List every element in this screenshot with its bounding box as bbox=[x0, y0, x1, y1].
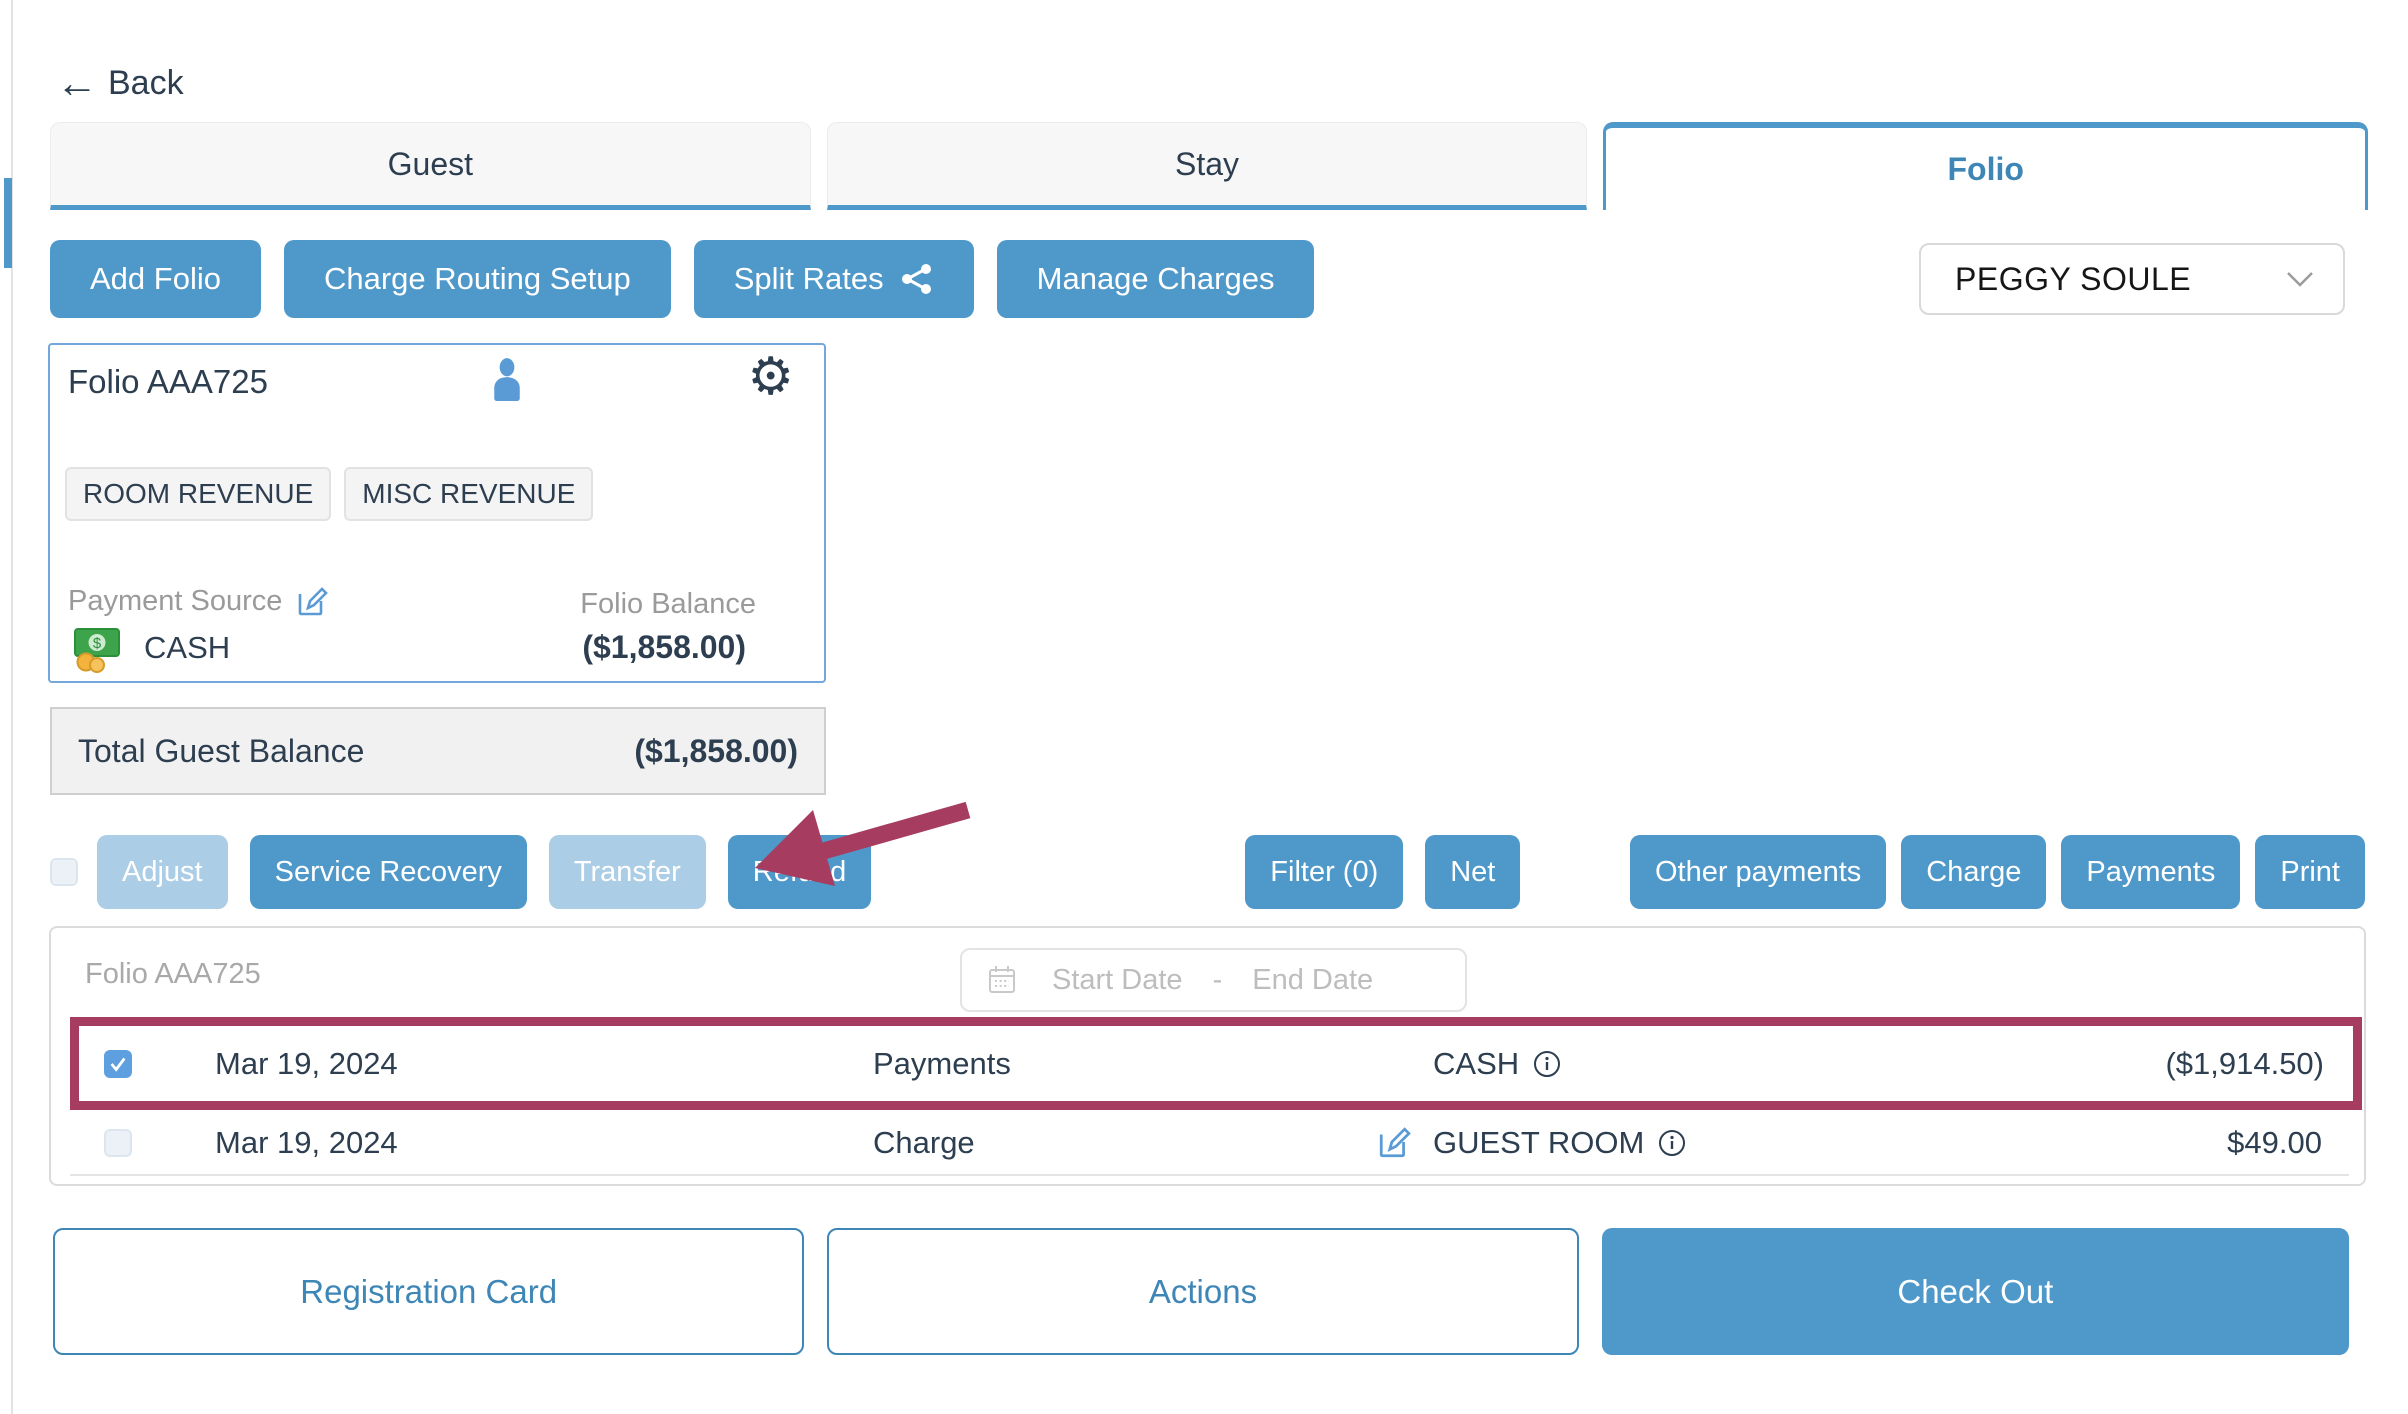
charge-routing-label: Charge Routing Setup bbox=[323, 261, 631, 296]
add-folio-button[interactable]: Add Folio bbox=[50, 240, 261, 318]
left-edge-scroll-indicator[interactable] bbox=[4, 178, 12, 268]
tag-misc-revenue: MISC REVENUE bbox=[344, 467, 594, 521]
filter-label: Filter (0) bbox=[1270, 855, 1379, 888]
payment-source-value: CASH bbox=[144, 630, 231, 665]
row-checkbox-unchecked[interactable] bbox=[104, 1129, 132, 1157]
table-row-charge[interactable]: Mar 19, 2024 Charge GUEST ROOM bbox=[53, 1112, 2366, 1174]
folio-actions-row: Adjust Service Recovery Transfer Refund … bbox=[50, 835, 2365, 909]
row-amount: ($1,914.50) bbox=[2165, 1045, 2324, 1081]
annotation-highlight-box: Mar 19, 2024 Payments CASH bbox=[70, 1017, 2362, 1110]
payments-label: Payments bbox=[2086, 855, 2216, 888]
end-date-input[interactable]: End Date bbox=[1252, 963, 1374, 996]
tab-stay-label: Stay bbox=[1174, 145, 1240, 182]
actions-button[interactable]: Actions bbox=[827, 1228, 1579, 1355]
start-date-input[interactable]: Start Date bbox=[1052, 963, 1183, 996]
gear-icon[interactable]: ⚙ bbox=[747, 348, 794, 406]
tab-stay[interactable]: Stay bbox=[826, 122, 1588, 210]
row-amount: $49.00 bbox=[2227, 1125, 2322, 1160]
row-type: Charge bbox=[873, 1125, 975, 1160]
print-button[interactable]: Print bbox=[2255, 835, 2365, 909]
payment-source-label: Payment Source bbox=[68, 585, 283, 617]
service-recovery-label: Service Recovery bbox=[274, 855, 502, 888]
tag-room-revenue: ROOM REVENUE bbox=[65, 467, 332, 521]
other-payments-button[interactable]: Other payments bbox=[1629, 835, 1887, 909]
transfer-button[interactable]: Transfer bbox=[548, 835, 706, 909]
info-icon[interactable] bbox=[1658, 1129, 1686, 1157]
edit-charge-icon[interactable] bbox=[1377, 1126, 1433, 1160]
tab-folio[interactable]: Folio bbox=[1603, 122, 2369, 210]
table-row-payment[interactable]: Mar 19, 2024 Payments CASH bbox=[104, 1046, 2324, 1082]
folio-transactions-table: Folio AAA725 Start Date - End Date bbox=[49, 926, 2366, 1186]
calendar-icon bbox=[988, 965, 1016, 995]
edit-icon[interactable] bbox=[296, 586, 329, 618]
tab-guest-label: Guest bbox=[387, 145, 474, 182]
folio-tags: ROOM REVENUE MISC REVENUE bbox=[65, 467, 594, 521]
back-arrow-icon: ← bbox=[56, 59, 98, 106]
service-recovery-button[interactable]: Service Recovery bbox=[249, 835, 527, 909]
row-description: GUEST ROOM bbox=[1433, 1125, 1645, 1160]
print-label: Print bbox=[2280, 855, 2340, 888]
charge-label: Charge bbox=[1926, 855, 2022, 888]
registration-card-button[interactable]: Registration Card bbox=[53, 1228, 805, 1355]
refund-label: Refund bbox=[752, 855, 847, 888]
date-range-picker[interactable]: Start Date - End Date bbox=[960, 948, 1467, 1012]
refund-button[interactable]: Refund bbox=[727, 835, 872, 909]
total-guest-balance-value: ($1,858.00) bbox=[634, 732, 798, 769]
other-payments-label: Other payments bbox=[1654, 855, 1862, 888]
folio-balance-value: ($1,858.00) bbox=[582, 629, 746, 665]
chevron-down-icon bbox=[2285, 270, 2315, 288]
actions-label: Actions bbox=[1148, 1272, 1258, 1310]
filter-button[interactable]: Filter (0) bbox=[1245, 835, 1404, 909]
tab-guest[interactable]: Guest bbox=[50, 122, 811, 210]
money-icon: $ bbox=[72, 623, 124, 673]
row-date: Mar 19, 2024 bbox=[215, 1045, 398, 1081]
footer-actions: Registration Card Actions Check Out bbox=[53, 1228, 2349, 1355]
row-description: CASH bbox=[1433, 1045, 1520, 1081]
folio-card-title: Folio AAA725 bbox=[68, 363, 268, 400]
split-rates-button[interactable]: Split Rates bbox=[693, 240, 974, 318]
left-edge-divider bbox=[11, 0, 13, 1414]
row-type: Payments bbox=[873, 1045, 1011, 1081]
adjust-button[interactable]: Adjust bbox=[97, 835, 228, 909]
share-icon bbox=[900, 262, 934, 296]
charge-routing-setup-button[interactable]: Charge Routing Setup bbox=[283, 240, 671, 318]
row-divider bbox=[70, 1174, 2349, 1176]
person-icon[interactable] bbox=[490, 357, 524, 403]
date-range-separator: - bbox=[1212, 963, 1223, 996]
info-icon[interactable] bbox=[1533, 1050, 1561, 1078]
payment-source-row: Payment Source bbox=[68, 585, 329, 618]
total-guest-balance-label: Total Guest Balance bbox=[78, 732, 365, 769]
row-checkbox-checked[interactable] bbox=[104, 1049, 132, 1078]
manage-charges-button[interactable]: Manage Charges bbox=[996, 240, 1315, 318]
registration-card-label: Registration Card bbox=[300, 1272, 558, 1310]
select-all-checkbox[interactable] bbox=[50, 858, 78, 886]
add-folio-label: Add Folio bbox=[90, 261, 221, 296]
guest-selector-dropdown[interactable]: PEGGY SOULE bbox=[1919, 243, 2345, 315]
manage-charges-label: Manage Charges bbox=[1036, 261, 1275, 296]
back-label: Back bbox=[108, 63, 184, 102]
net-button[interactable]: Net bbox=[1425, 835, 1521, 909]
tab-folio-label: Folio bbox=[1947, 150, 2024, 187]
split-rates-label: Split Rates bbox=[733, 261, 884, 296]
check-out-label: Check Out bbox=[1897, 1272, 2054, 1310]
folio-card: Folio AAA725 ⚙ ROOM REVENUE MISC REVENUE… bbox=[48, 343, 826, 683]
charge-button[interactable]: Charge bbox=[1901, 835, 2047, 909]
back-button[interactable]: ← Back bbox=[56, 62, 184, 104]
actions-right-group: Other payments Charge Payments Print bbox=[1629, 835, 2365, 909]
table-folio-title: Folio AAA725 bbox=[85, 958, 261, 990]
detail-tabs: Guest Stay Folio bbox=[50, 122, 2369, 210]
net-label: Net bbox=[1450, 855, 1496, 888]
folio-toolbar: Add Folio Charge Routing Setup Split Rat… bbox=[50, 240, 1315, 318]
check-out-button[interactable]: Check Out bbox=[1601, 1228, 2349, 1355]
total-guest-balance-bar: Total Guest Balance ($1,858.00) bbox=[50, 707, 826, 795]
svg-text:$: $ bbox=[93, 635, 102, 652]
adjust-label: Adjust bbox=[122, 855, 203, 888]
row-date: Mar 19, 2024 bbox=[215, 1125, 398, 1160]
guest-selector-value: PEGGY SOULE bbox=[1955, 260, 2192, 297]
folio-balance-label: Folio Balance bbox=[580, 588, 756, 620]
payments-button[interactable]: Payments bbox=[2061, 835, 2241, 909]
transfer-label: Transfer bbox=[573, 855, 681, 888]
payment-source-value-row: $ CASH bbox=[72, 623, 230, 673]
